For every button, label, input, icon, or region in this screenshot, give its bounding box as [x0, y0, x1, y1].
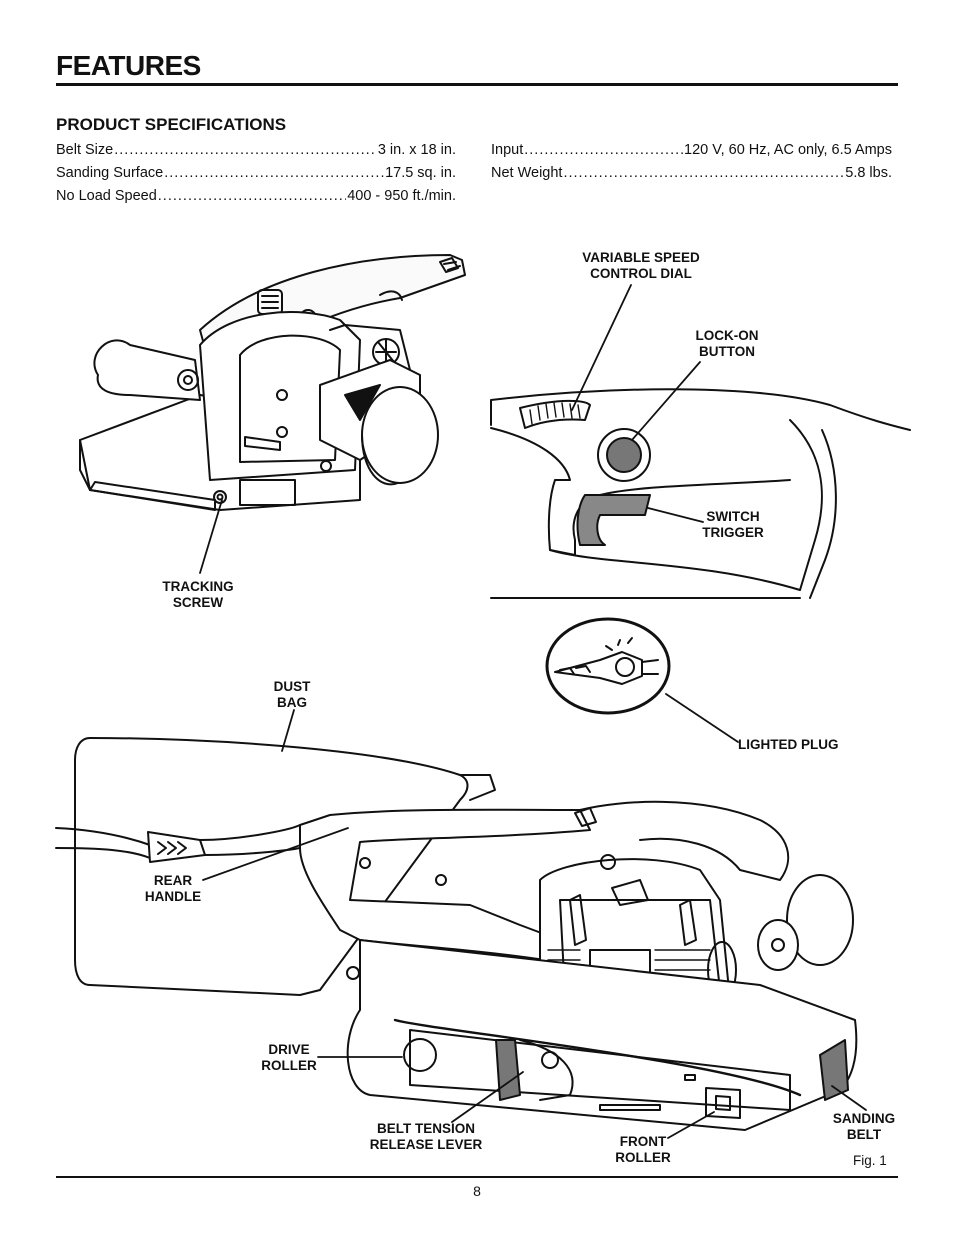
spec-value: 120 V, 60 Hz, AC only, 6.5 Amps: [684, 142, 892, 158]
handle-closeup: [490, 388, 911, 599]
callout-rear-handle: REAR HANDLE: [144, 873, 202, 904]
lighted-plug-inset: [545, 617, 671, 715]
callout-tracking-screw: TRACKING SCREW: [162, 579, 234, 610]
spec-label: Net Weight: [491, 165, 563, 181]
callout-dust-bag: DUST BAG: [273, 679, 311, 710]
spec-row-belt-size: Belt Size 3 in. x 18 in.: [56, 142, 456, 158]
spec-value: 3 in. x 18 in.: [377, 142, 456, 158]
callout-lock-on-button: LOCK-ON BUTTON: [695, 328, 759, 359]
front-roller-leader: [667, 1111, 715, 1139]
spec-value: 400 - 950 ft./min.: [347, 188, 456, 204]
lock-on-leader: [631, 361, 701, 441]
rear-handle-leader: [202, 827, 349, 881]
sander-side-view: [55, 737, 858, 1131]
callout-sanding-belt: SANDING BELT: [832, 1111, 896, 1142]
callout-variable-speed-dial: VARIABLE SPEED CONTROL DIAL: [582, 250, 700, 281]
spec-row-no-load-speed: No Load Speed 400 - 950 ft./min.: [56, 188, 456, 204]
page-number: 8: [473, 1183, 481, 1199]
specs-heading: PRODUCT SPECIFICATIONS: [56, 115, 287, 134]
spec-row-sanding-surface: Sanding Surface 17.5 sq. in.: [56, 165, 456, 181]
figure-label: Fig. 1: [853, 1153, 887, 1168]
switch-trigger-leader: [647, 507, 704, 523]
spec-label: No Load Speed: [56, 188, 157, 204]
variable-speed-leader: [571, 284, 632, 411]
spec-value: 5.8 lbs.: [845, 165, 892, 181]
spec-row-input: Input 120 V, 60 Hz, AC only, 6.5 Amps: [491, 142, 892, 158]
belt-tension-leader: [451, 1071, 524, 1123]
callout-front-roller: FRONT ROLLER: [615, 1134, 671, 1165]
spec-label: Belt Size: [56, 142, 114, 158]
callout-drive-roller: DRIVE ROLLER: [261, 1042, 317, 1073]
sanding-belt-leader: [831, 1085, 867, 1111]
dust-bag-leader: [281, 709, 295, 752]
title-rule: [56, 83, 898, 86]
callout-belt-tension-lever: BELT TENSION RELEASE LEVER: [369, 1121, 483, 1152]
sander-top-view: [79, 254, 466, 511]
tracking-screw-leader: [199, 499, 223, 574]
spec-label: Input: [491, 142, 524, 158]
spec-label: Sanding Surface: [56, 165, 164, 181]
lighted-plug-leader: [665, 693, 739, 743]
spec-value: 17.5 sq. in.: [385, 165, 456, 181]
callout-lighted-plug: LIGHTED PLUG: [738, 737, 839, 752]
spec-row-net-weight: Net Weight 5.8 lbs.: [491, 165, 892, 181]
footer-rule: [56, 1176, 898, 1178]
callout-switch-trigger: SWITCH TRIGGER: [702, 509, 764, 540]
page-title: FEATURES: [56, 50, 201, 81]
